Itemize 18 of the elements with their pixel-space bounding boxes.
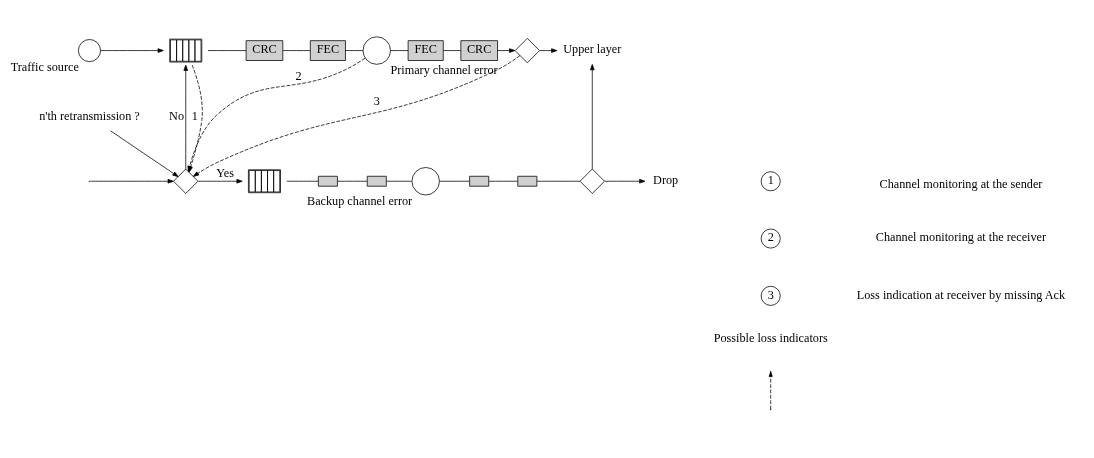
- node-text: Drop: [653, 173, 679, 188]
- node-text: Upper layer: [563, 42, 622, 57]
- label: 2: [767, 230, 774, 245]
- edge-label: No: [169, 108, 185, 123]
- legend-label: Channel monitoring at the sender: [879, 176, 1043, 191]
- legend-label: Possible loss indicators: [713, 330, 828, 345]
- edge-label: 1: [191, 108, 198, 123]
- legend-label: Channel monitoring at the receiver: [875, 230, 1047, 245]
- node-label: Backup channel error: [307, 193, 413, 208]
- node-text: n'th retransmission ?: [39, 108, 140, 123]
- node-label: Primary channel error: [390, 63, 498, 78]
- edge-label: 2: [295, 69, 302, 84]
- legend-label: Loss indication at receiver by missing Ack: [856, 287, 1066, 302]
- node-label: Traffic source: [10, 60, 79, 75]
- edge-label: 3: [373, 94, 380, 109]
- edge-label: Yes: [216, 166, 234, 181]
- label: 3: [767, 287, 774, 302]
- label: 1: [767, 173, 774, 188]
